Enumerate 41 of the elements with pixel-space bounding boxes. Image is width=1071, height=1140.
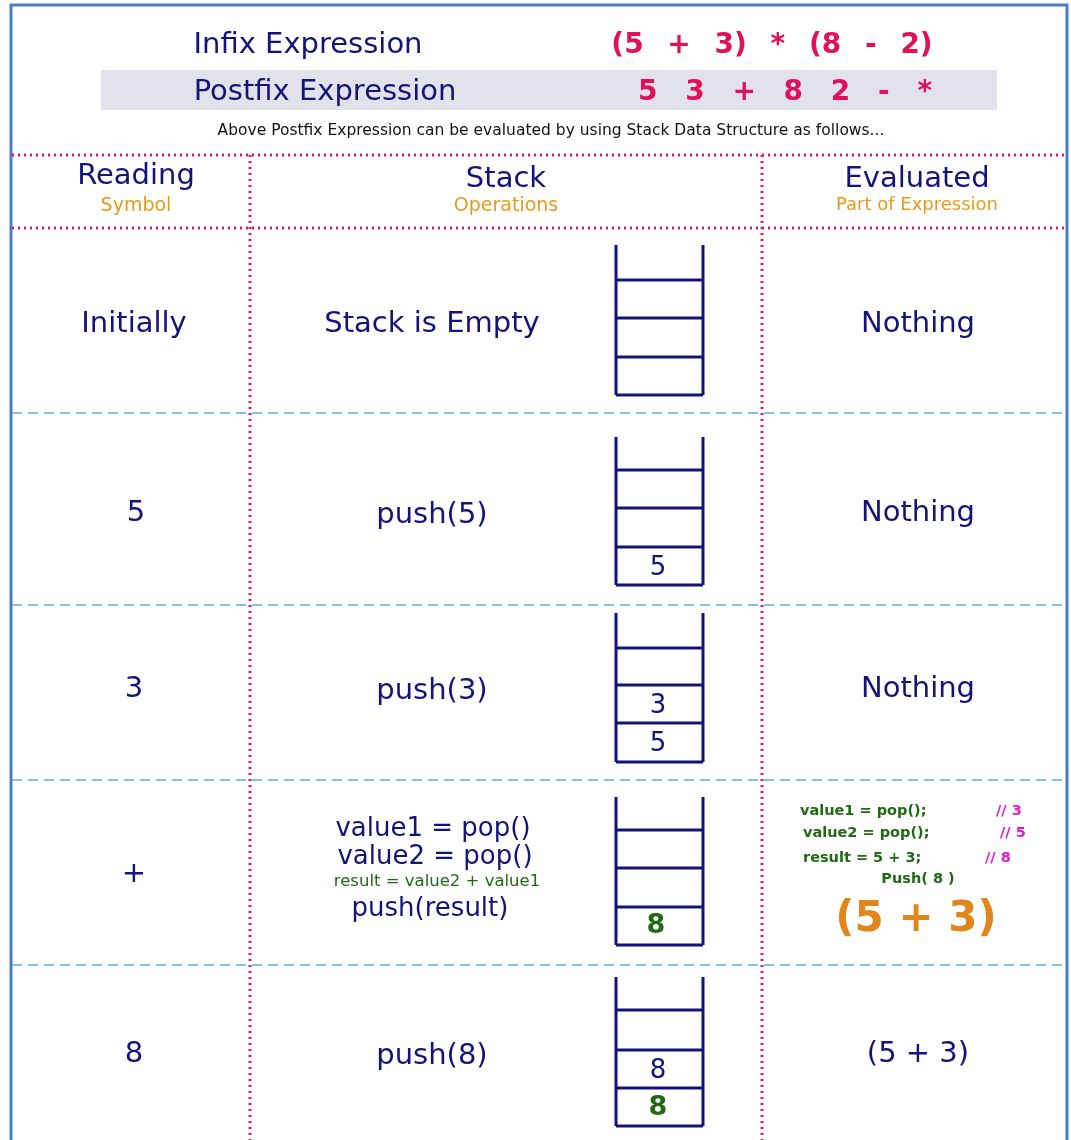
cell-text: push(3) bbox=[376, 674, 488, 706]
cell-text: (5 + 3) bbox=[866, 1037, 970, 1069]
cell-text: Nothing bbox=[861, 307, 975, 339]
code-text: value1 = pop(); bbox=[800, 803, 927, 819]
cell-text: Nothing bbox=[861, 672, 975, 704]
cell-text: push(8) bbox=[376, 1039, 488, 1071]
code-comment: // 5 bbox=[1000, 825, 1026, 841]
cell-text: 8 bbox=[124, 1037, 144, 1069]
stack-value: 5 bbox=[649, 727, 667, 757]
stack-value: 8 bbox=[648, 1091, 668, 1121]
cell-text: Nothing bbox=[861, 496, 975, 528]
code-text: result = 5 + 3; bbox=[803, 850, 922, 866]
stack-value: 8 bbox=[649, 1054, 667, 1084]
code-comment: // 3 bbox=[996, 803, 1022, 819]
cell-text: value1 = pop() bbox=[335, 812, 531, 842]
expression-text: (5 + 3) bbox=[835, 893, 997, 941]
column-header: Reading bbox=[77, 159, 195, 191]
heading-text: Postfix Expression bbox=[193, 75, 457, 107]
expression-text: 5 3 + 8 2 - * bbox=[637, 75, 933, 107]
expression-text: (5 + 3) * (8 - 2) bbox=[611, 28, 933, 60]
cell-text: Stack is Empty bbox=[324, 307, 540, 339]
column-subheader: Part of Expression bbox=[836, 194, 998, 214]
column-subheader: Symbol bbox=[100, 193, 172, 215]
column-header: Stack bbox=[465, 162, 547, 194]
code-text: Push( 8 ) bbox=[881, 871, 955, 887]
code-text: value2 = pop(); bbox=[803, 825, 930, 841]
cell-text: 3 bbox=[124, 672, 144, 704]
cell-text: Initially bbox=[81, 307, 187, 339]
stack-value: 3 bbox=[649, 689, 667, 719]
cell-text: push(result) bbox=[351, 892, 509, 922]
caption-text: Above Postfix Expression can be evaluated by using Stack Data Structure as follows... bbox=[217, 122, 885, 140]
cell-text: push(5) bbox=[376, 498, 488, 530]
code-comment: // 8 bbox=[985, 850, 1011, 866]
cell-text: 5 bbox=[126, 496, 146, 528]
column-subheader: Operations bbox=[453, 193, 559, 215]
stack-value: 8 bbox=[646, 909, 666, 939]
cell-text: + bbox=[121, 857, 147, 889]
heading-text: Infix Expression bbox=[193, 28, 423, 60]
column-header: Evaluated bbox=[844, 162, 990, 194]
stack-value: 5 bbox=[649, 551, 667, 581]
cell-text: result = value2 + value1 bbox=[333, 871, 541, 891]
